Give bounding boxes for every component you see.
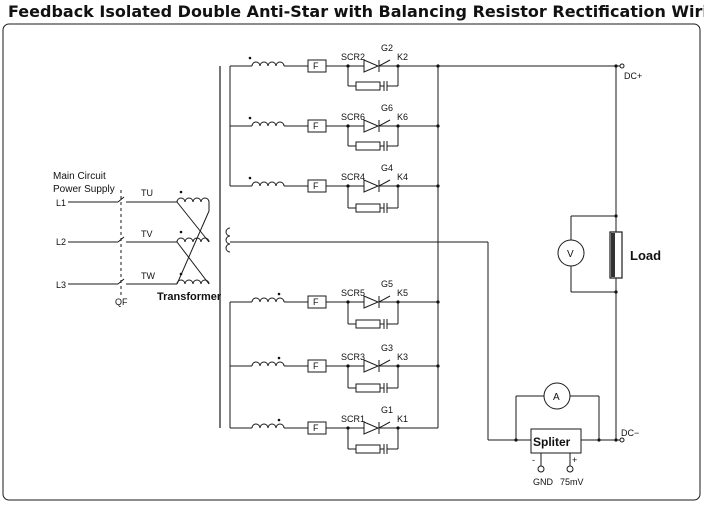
scr-6-symbol [363,119,380,133]
voltmeter-symbol: V [567,249,574,260]
cathode-2-label: K2 [397,52,408,62]
transformer-label: Transformer [157,291,222,303]
gate-4-label: G4 [381,163,393,173]
dc-minus-label: DC− [621,428,639,438]
dc-plus-label: DC+ [624,71,642,81]
supply-line-l1-label: L1 [56,198,66,208]
mv-terminal [566,465,574,473]
scr-1-symbol [363,421,380,435]
diagram-frame [2,23,701,501]
supply-caption-line2: Power Supply [53,184,115,195]
splitter-minus-sign: - [532,455,535,465]
gate-5-label: G5 [381,279,393,289]
lower-branch-1: F [230,292,438,329]
cathode-4-label: K4 [397,172,408,182]
scr-4-label: SCR4 [341,172,365,182]
supply-wires [68,196,140,285]
balancing-resistor-1 [355,81,381,91]
scr-4-symbol [363,179,380,193]
cathode-1-label: K1 [397,414,408,424]
upper-branch-1: F [230,56,438,91]
scr-5-label: SCR5 [341,288,365,298]
dc-minus-terminal [619,437,625,443]
breaker-label: QF [115,297,128,307]
load-resistor-shading [611,233,615,277]
mv-label: 75mV [560,477,584,487]
cathode-6-label: K6 [397,112,408,122]
supply-line-l2-label: L2 [56,237,66,247]
scr-2-label: SCR2 [341,52,365,62]
lower-branch-3: F [230,418,438,454]
balancing-resistor-5 [355,383,381,393]
gnd-terminal [537,465,545,473]
cathode-5-label: K5 [397,288,408,298]
load-label: Load [630,248,661,263]
balancing-resistor-6 [355,444,381,454]
splitter-box [530,428,582,454]
upper-branch-3: F [230,176,438,213]
scr-6-label: SCR6 [341,112,365,122]
transformer-primary [140,190,210,285]
gate-3-label: G3 [381,343,393,353]
phase-tv-label: TV [141,229,153,239]
phase-tw-label: TW [141,271,155,281]
fuse-3-label: F [313,181,319,191]
balancing-resistor-4 [355,319,381,329]
fuse-1-label: F [313,61,319,71]
lower-branch-2: F [230,356,438,393]
cathode-3-label: K3 [397,352,408,362]
fuse-5-label: F [313,361,319,371]
fuse-2-label: F [313,121,319,131]
center-tap-coil [225,227,231,253]
balancing-resistor-3 [355,203,381,213]
dc-plus-terminal [619,63,625,69]
gate-2-label: G2 [381,43,393,53]
splitter-label: Spliter [533,435,571,449]
supply-caption-line1: Main Circuit [53,171,106,182]
scr-3-label: SCR3 [341,352,365,362]
gate-6-label: G6 [381,103,393,113]
scr-5-symbol [363,295,380,309]
scr-2-symbol [363,59,380,73]
supply-line-l3-label: L3 [56,280,66,290]
diagram-title: Feedback Isolated Double Anti-Star with … [8,2,704,21]
fuse-4-label: F [313,297,319,307]
phase-tu-label: TU [141,188,153,198]
scr-1-label: SCR1 [341,414,365,424]
gnd-label: GND [533,477,554,487]
gate-1-label: G1 [381,405,393,415]
scr-3-symbol [363,359,380,373]
ammeter [543,382,571,410]
balancing-resistor-2 [355,141,381,151]
splitter-plus-sign: + [572,455,577,465]
fuse-6-label: F [313,423,319,433]
ammeter-symbol: A [553,392,560,403]
upper-branch-2: F [230,116,438,151]
